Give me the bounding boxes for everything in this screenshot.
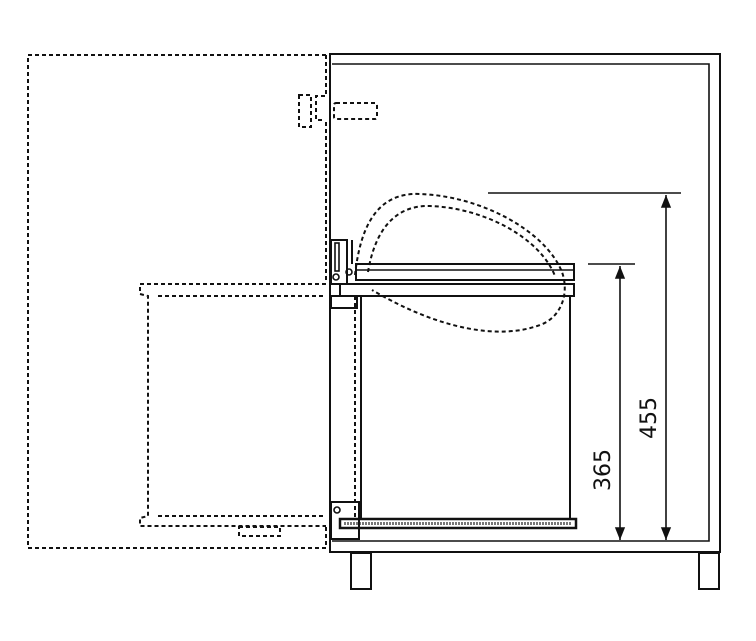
door-latch [298, 94, 378, 128]
open-door-outline [27, 54, 327, 549]
dimension-label-365: 365 [591, 449, 616, 491]
lid-swing-path [354, 192, 566, 333]
bin-open-position [139, 283, 326, 537]
waste-bin [338, 263, 578, 530]
upper-bracket [330, 239, 358, 309]
cabinet-feet [350, 552, 720, 590]
cabinet-body [329, 53, 721, 553]
lower-bracket [330, 296, 360, 540]
dimension-label-455: 455 [637, 397, 662, 439]
dimension-365: 365 [588, 263, 635, 540]
dimension-455: 455 [488, 192, 681, 540]
